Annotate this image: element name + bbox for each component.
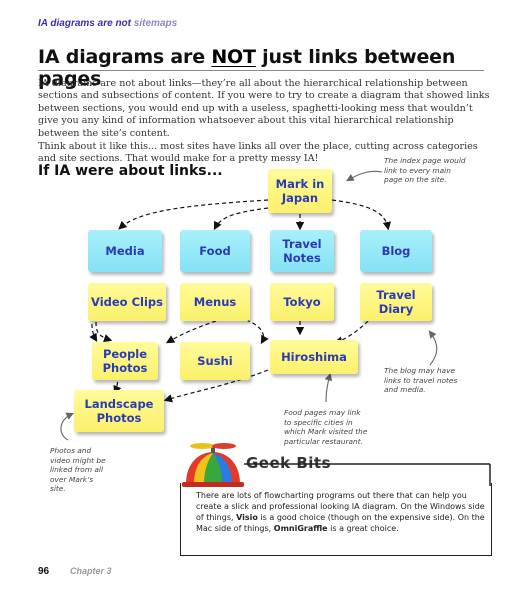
page-title-emphasis: NOT	[211, 46, 256, 68]
node-media: Media	[88, 230, 162, 272]
page-number: 96	[38, 566, 50, 577]
running-head-subtitle: sitemaps	[133, 18, 178, 29]
propeller-beanie-icon	[182, 443, 244, 487]
annotation-blog-links: The blog may have links to travel notes …	[384, 366, 458, 394]
node-sushi: Sushi	[180, 342, 250, 380]
page-title: IA diagrams are NOT just links between p…	[38, 46, 519, 90]
running-head: IA diagrams are not sitemaps	[38, 18, 177, 29]
node-menus: Menus	[180, 283, 250, 321]
geek-bits-visio: Visio	[236, 513, 258, 522]
running-head-title: IA diagrams are not	[38, 18, 131, 29]
title-rule	[38, 70, 484, 71]
node-travel-diary: Travel Diary	[360, 283, 432, 321]
page-title-part1: IA diagrams are	[38, 46, 212, 68]
geek-bits-text: There are lots of flowcharting programs …	[196, 490, 486, 534]
geek-bits-text-3: is a great choice.	[327, 524, 399, 533]
node-travel-notes: Travel Notes	[270, 230, 334, 272]
page-title-part2: just links between pages	[38, 46, 456, 90]
annotation-index-page: The index page would link to every main …	[384, 156, 466, 184]
node-tokyo: Tokyo	[270, 283, 334, 321]
geek-bits-text-2: is a good choice (though on the expensiv…	[196, 513, 485, 533]
annotation-photos-video: Photos and video might be linked from al…	[50, 446, 106, 493]
node-blog: Blog	[360, 230, 432, 272]
geek-bits-text-1: There are lots of flowcharting programs …	[196, 491, 485, 522]
node-landscape-photos: Landscape Photos	[74, 390, 164, 432]
node-food: Food	[180, 230, 250, 272]
paragraph-intro: IA diagrams are not about links—they’re …	[38, 78, 490, 139]
node-people-photos: People Photos	[92, 342, 158, 380]
geek-bits-rule	[180, 463, 491, 486]
annotation-food-pages: Food pages may link to specific cities i…	[284, 408, 368, 446]
node-video-clips: Video Clips	[88, 283, 166, 321]
geek-bits-box	[180, 483, 492, 556]
paragraph-think: Think about it like this... most sites h…	[38, 141, 478, 165]
section-heading: If IA were about links...	[38, 163, 223, 179]
geek-bits-title: Geek Bits	[246, 454, 332, 472]
node-hiroshima: Hiroshima	[270, 340, 358, 374]
chapter-label: Chapter 3	[70, 566, 112, 576]
geek-bits-omnigraffle: OmniGraffle	[273, 524, 328, 533]
node-mark-in-japan: Mark in Japan	[268, 169, 332, 213]
